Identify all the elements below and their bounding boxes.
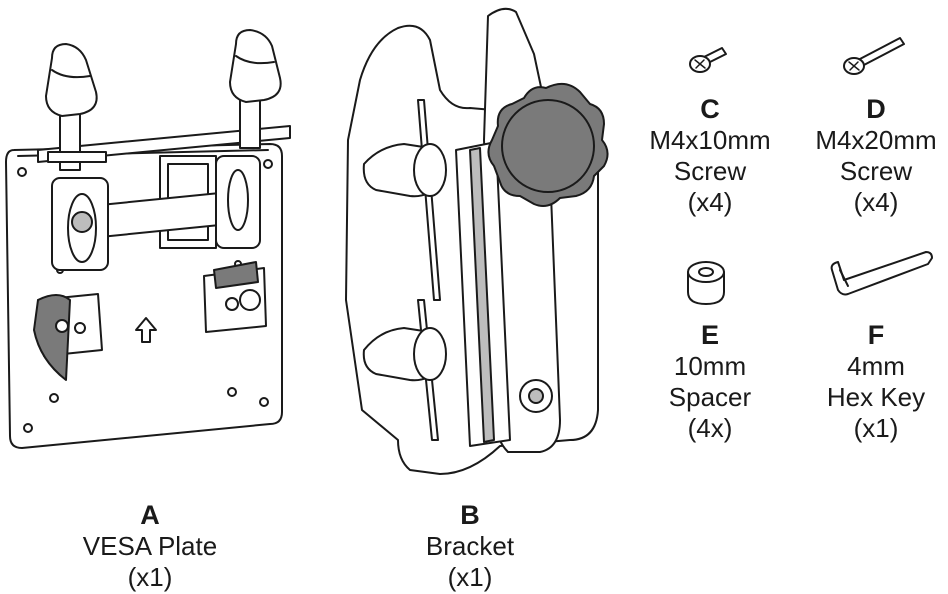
part-b-label: B Bracket (x1) [380,500,560,593]
part-b-name: Bracket [425,531,515,561]
part-f-qty: (x1) [853,413,899,443]
part-b-qty: (x1) [447,562,493,592]
part-f-sub: Hex Key [826,382,926,412]
part-e-sub: Spacer [668,382,752,412]
screw-20mm-drawing [843,37,905,75]
spacer-drawing [687,261,725,305]
bracket-drawing [345,7,609,475]
part-d-qty: (x4) [853,187,899,217]
part-d-letter: D [866,94,886,124]
part-f-letter: F [867,320,885,350]
part-e-label: E 10mm Spacer (4x) [630,320,790,444]
vesa-plate-drawing [5,29,291,449]
hex-key-drawing [830,251,933,296]
part-e-name: 10mm [673,351,747,381]
part-c-qty: (x4) [687,187,733,217]
part-c-name: M4x10mm [649,125,771,155]
part-d-sub: Screw [839,156,913,186]
part-c-label: C M4x10mm Screw (x4) [630,94,790,218]
part-e-qty: (4x) [687,413,733,443]
part-a-qty: (x1) [127,562,173,592]
part-a-name: VESA Plate [82,531,218,561]
part-a-label: A VESA Plate (x1) [60,500,240,593]
part-c-letter: C [700,94,720,124]
part-c-sub: Screw [673,156,747,186]
part-f-label: F 4mm Hex Key (x1) [796,320,948,444]
part-b-letter: B [460,500,480,530]
screw-10mm-drawing [689,47,727,73]
part-f-name: 4mm [847,351,905,381]
part-a-letter: A [140,500,160,530]
part-e-letter: E [700,320,719,350]
part-d-label: D M4x20mm Screw (x4) [796,94,948,218]
part-d-name: M4x20mm [815,125,937,155]
